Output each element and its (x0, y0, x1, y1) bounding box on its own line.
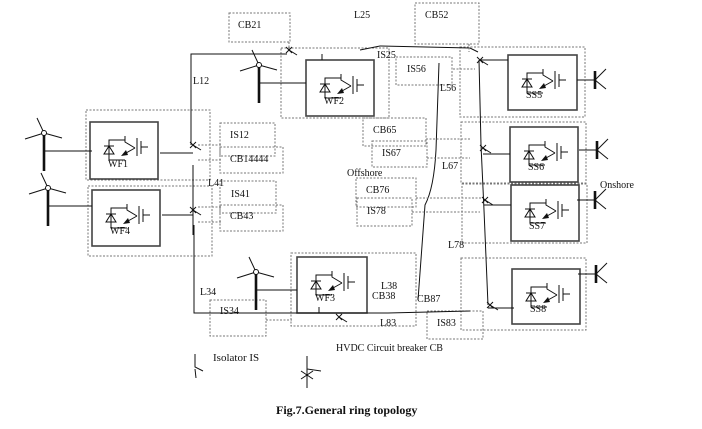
ss5-label: SS5 (526, 90, 542, 101)
wf2-wind-turbine-icon (239, 49, 306, 103)
wf3-wind-turbine-icon (236, 256, 297, 310)
ss8-label: SS8 (530, 304, 546, 315)
label-is25: IS25 (377, 50, 396, 61)
cb65-box (362, 117, 427, 147)
igbt-diode-icon (525, 283, 570, 308)
label-l25: L25 (354, 10, 370, 21)
line-l56-l83-curve (417, 62, 440, 301)
wf3-enclosure (290, 252, 417, 327)
label-cb14444: CB14444 (230, 154, 268, 165)
wf3-label: WF3 (315, 293, 335, 304)
label-l12: L12 (193, 76, 209, 87)
label-l38: L38 (381, 281, 397, 292)
wf4-label: WF4 (110, 226, 130, 237)
label-offshore: Offshore (347, 168, 383, 179)
ss6-label: SS6 (528, 162, 544, 173)
label-cb65: CB65 (373, 125, 396, 136)
label-cb21: CB21 (238, 20, 261, 31)
igbt-diode-icon (310, 271, 355, 296)
label-l78: L78 (448, 240, 464, 251)
line-l25 (359, 45, 479, 53)
wf1-converter: WF1 (89, 121, 159, 180)
ss6-switch-isolator-breaker (479, 144, 492, 154)
ss8-switch-isolator-breaker (486, 301, 499, 311)
is56-box (395, 56, 453, 86)
figure-caption: Fig.7.General ring topology (276, 403, 417, 417)
legend-breaker-symbol (300, 356, 322, 388)
label-is41: IS41 (231, 189, 250, 200)
ws4-isolator-breaker (189, 206, 202, 216)
igbt-diode-icon (523, 141, 568, 166)
ss6-ac-grid-icon (579, 138, 609, 160)
ss5-switch-isolator-breaker (476, 56, 489, 66)
wf4-wind-turbine-icon (28, 172, 92, 226)
igbt-diode-icon (319, 74, 364, 99)
label-is34: IS34 (220, 306, 239, 317)
line-l34-l83 (193, 225, 471, 314)
wf4-converter: WF4 (91, 189, 161, 247)
igbt-diode-icon (105, 204, 150, 229)
wf1-wind-turbine-icon (24, 117, 92, 171)
label-is78: IS78 (367, 206, 386, 217)
wf4-enclosure (87, 185, 213, 257)
ss8-converter: SS8 (511, 268, 581, 325)
label-is67: IS67 (382, 148, 401, 159)
is41-box (219, 180, 277, 214)
legend-isolator-label: Isolator IS (213, 352, 259, 364)
label-is12: IS12 (230, 130, 249, 141)
ws1-isolator-breaker (189, 141, 202, 151)
ss8-ac-grid-icon (578, 262, 608, 284)
wf1-label: WF1 (108, 159, 128, 170)
cb21-box (228, 12, 291, 43)
label-cb52: CB52 (425, 10, 448, 21)
wf2-converter: WF2 (305, 59, 375, 117)
is78-box (356, 197, 413, 227)
cb76-box (355, 177, 417, 208)
wf2-enclosure (280, 47, 390, 119)
ss5-converter: SS5 (507, 54, 578, 111)
is67-box (371, 140, 428, 168)
is12-box (219, 122, 276, 157)
ss6-converter: SS6 (509, 126, 579, 183)
label-cb76: CB76 (366, 185, 389, 196)
ss5-enclosure (459, 46, 586, 118)
legend-breaker-label: HVDC Circuit breaker CB (336, 343, 443, 354)
label-is56: IS56 (407, 64, 426, 75)
label-l34: L34 (200, 287, 216, 298)
ss7-switch-isolator-breaker (481, 196, 494, 206)
label-l56: L56 (440, 83, 456, 94)
wf3-switch-isolator-breaker (335, 313, 348, 323)
line-l56-l67-l78 (478, 59, 489, 306)
label-is83: IS83 (437, 318, 456, 329)
igbt-diode-icon (521, 69, 566, 94)
label-l67: L67 (442, 161, 458, 172)
wf2-label: WF2 (324, 96, 344, 107)
ss7-label: SS7 (529, 221, 545, 232)
ss7-enclosure (461, 183, 588, 244)
ss8-enclosure (460, 257, 587, 331)
igbt-diode-icon (103, 136, 148, 161)
ss5-ac-grid-icon (577, 68, 607, 90)
cb21-switch-isolator-breaker (285, 46, 298, 56)
is34-box (209, 299, 267, 337)
ss6-enclosure (460, 121, 587, 184)
label-l41: L41 (208, 178, 224, 189)
line-l12 (190, 53, 287, 145)
label-onshore: Onshore (600, 180, 634, 191)
cb43-box (219, 204, 284, 232)
label-cb38: CB38 (372, 291, 395, 302)
ss7-ac-grid-icon (577, 188, 607, 210)
cb52-box (414, 2, 480, 45)
legend-isolator-symbol (194, 354, 204, 379)
wf3-converter: WF3 (296, 256, 368, 314)
igbt-diode-icon (524, 199, 569, 224)
label-l83: L83 (380, 318, 396, 329)
ss7-converter: SS7 (510, 184, 580, 242)
label-cb87: CB87 (417, 294, 440, 305)
label-cb43: CB43 (230, 211, 253, 222)
